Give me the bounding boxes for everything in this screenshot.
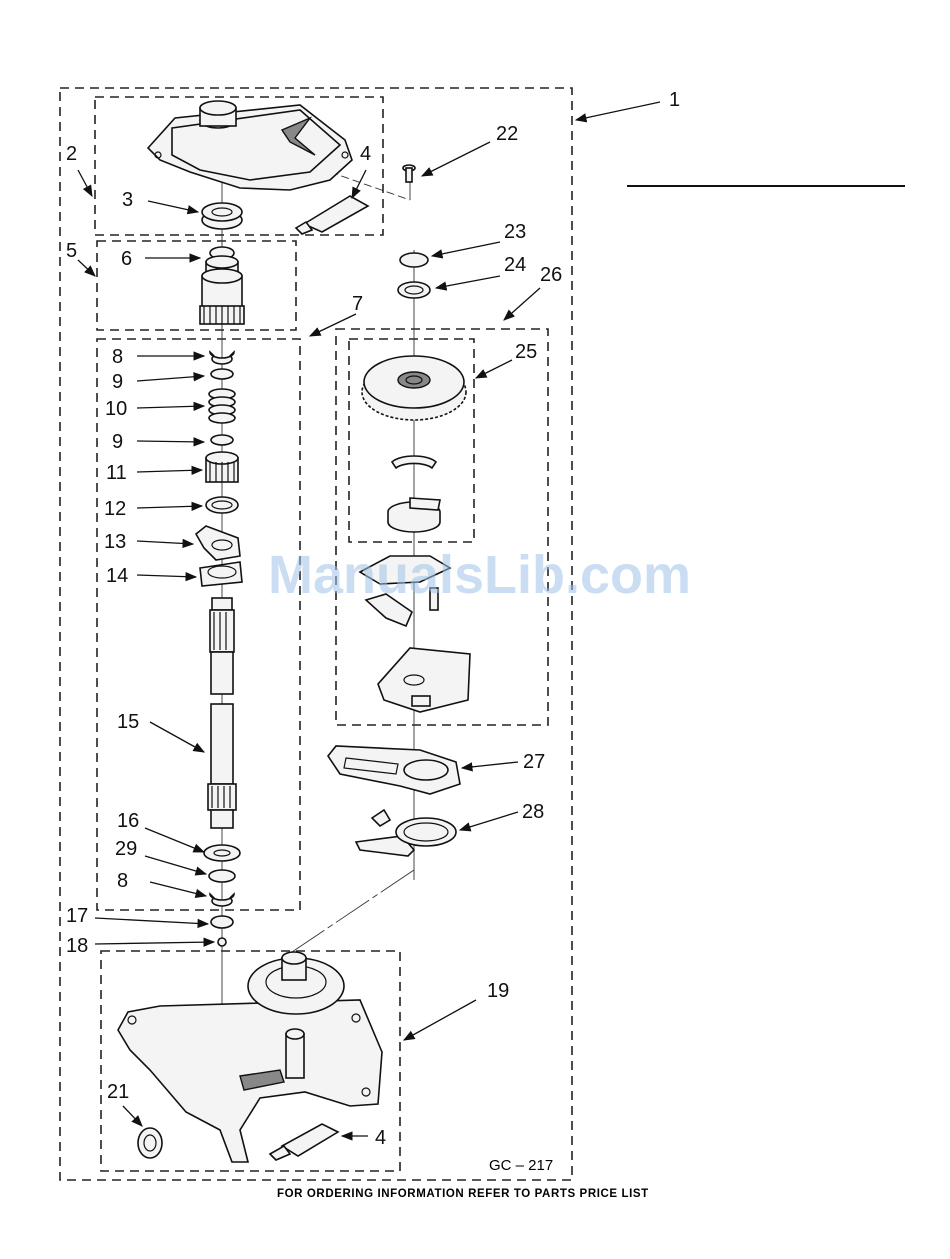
- callout-24: 24: [504, 254, 526, 276]
- callout-25: 25: [515, 341, 537, 363]
- callout-19: 19: [487, 980, 509, 1002]
- ball-part: [218, 938, 226, 946]
- washer-part-lower: [211, 435, 233, 445]
- callout-labels: 1 2 3 4 5 6 7 8 9 10 9 11 12 13 14 15 16…: [66, 89, 680, 1149]
- callout-8-top: 8: [112, 346, 123, 368]
- bearing-part: [211, 916, 233, 928]
- clutch-part: [388, 498, 440, 532]
- callout-4-bottom: 4: [375, 1127, 386, 1149]
- snap-ring-part: [400, 253, 428, 267]
- top-cover-part: [148, 101, 352, 190]
- pinion-part: [200, 247, 244, 324]
- thrust-washer-part: [204, 845, 240, 861]
- callout-10: 10: [105, 398, 127, 420]
- callout-5: 5: [66, 240, 77, 262]
- callout-18: 18: [66, 935, 88, 957]
- callout-3: 3: [122, 189, 133, 211]
- callout-1: 1: [669, 89, 680, 111]
- brake-cam-part: [328, 746, 460, 794]
- washer-part-upper: [211, 369, 233, 379]
- callout-12: 12: [104, 498, 126, 520]
- link-axis-line: [292, 870, 414, 952]
- screw-part: [403, 165, 415, 182]
- callout-28: 28: [522, 801, 544, 823]
- callout-16: 16: [117, 810, 139, 832]
- callout-17: 17: [66, 905, 88, 927]
- washer-part-29: [209, 870, 235, 882]
- grease-tube-part-top: [296, 196, 368, 234]
- callout-9-top: 9: [112, 371, 123, 393]
- callout-2: 2: [66, 143, 77, 165]
- callout-21: 21: [107, 1081, 129, 1103]
- callout-27: 27: [523, 751, 545, 773]
- callout-6: 6: [121, 248, 132, 270]
- shifter-part: [196, 526, 240, 560]
- seal-part-21: [138, 1128, 162, 1158]
- footer-note: FOR ORDERING INFORMATION REFER TO PARTS …: [277, 1188, 649, 1200]
- ring-part: [206, 497, 238, 513]
- brake-cam-driver-part: [356, 810, 456, 856]
- callout-7: 7: [352, 293, 363, 315]
- callout-29: 29: [115, 838, 137, 860]
- callout-11: 11: [106, 462, 127, 484]
- spring-part: [209, 389, 235, 423]
- spline-gear-part: [206, 452, 238, 482]
- callout-26: 26: [540, 264, 562, 286]
- callout-15: 15: [117, 711, 139, 733]
- cam-part: [200, 562, 242, 586]
- screw-axis-line: [330, 172, 410, 200]
- callout-22: 22: [496, 123, 518, 145]
- seal-part: [202, 203, 242, 229]
- diagram-code: GC – 217: [489, 1157, 553, 1174]
- callout-9-lower: 9: [112, 431, 123, 453]
- callout-23: 23: [504, 221, 526, 243]
- callout-8-lower: 8: [117, 870, 128, 892]
- shaft-part: [208, 598, 236, 828]
- watermark-text: ManualsLib.com: [268, 545, 691, 605]
- grease-tube-part-bottom: [270, 1124, 338, 1160]
- washer-part-24: [398, 282, 430, 298]
- callout-13: 13: [104, 531, 126, 553]
- callout-4-top: 4: [360, 143, 371, 165]
- callout-14: 14: [106, 565, 128, 587]
- large-gear-part: [362, 356, 466, 420]
